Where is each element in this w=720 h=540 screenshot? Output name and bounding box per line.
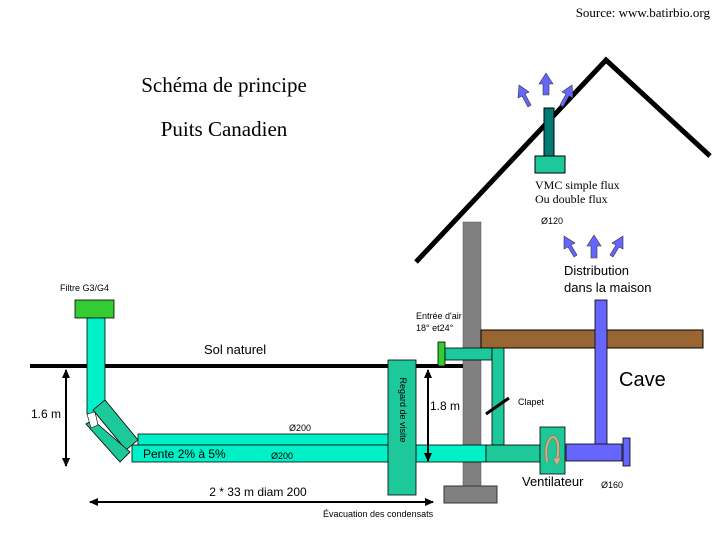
depth-left-label: 1.6 m bbox=[31, 407, 61, 421]
bypass-pipe-horizontal bbox=[444, 347, 493, 361]
inspection-chamber-label: Regard de visite bbox=[398, 377, 408, 442]
air-inlet-label-2: 18° et24° bbox=[416, 323, 454, 333]
arrow-up-right-icon bbox=[609, 235, 624, 258]
diameter-200-bottom: Ø200 bbox=[271, 451, 293, 461]
length-label: 2 * 33 m diam 200 bbox=[209, 485, 307, 499]
condensate-drain-label: Évacuation des condensats bbox=[323, 509, 434, 519]
distribution-arrows bbox=[563, 234, 624, 259]
bypass-pipe-vertical bbox=[491, 347, 505, 446]
damper-flap bbox=[485, 396, 510, 416]
vmc-label-1: VMC simple flux bbox=[535, 178, 620, 192]
sol-naturel-label: Sol naturel bbox=[204, 342, 266, 357]
arrow-up-right-icon bbox=[559, 84, 574, 108]
depth-right-label: 1.8 m bbox=[430, 399, 460, 413]
roof-line bbox=[414, 56, 712, 264]
filter-label: Filtre G3/G4 bbox=[60, 283, 109, 293]
source-credit: Source: www.batirbio.org bbox=[576, 5, 711, 20]
slope-label: Pente 2% à 5% bbox=[143, 447, 226, 461]
diameter-160-label: Ø160 bbox=[601, 480, 623, 490]
vmc-unit bbox=[534, 155, 566, 174]
ground-floor-slab bbox=[480, 329, 704, 349]
air-inlet-grille bbox=[437, 341, 446, 367]
diameter-200-top: Ø200 bbox=[289, 423, 311, 433]
intake-pipe-vertical bbox=[86, 317, 106, 415]
distribution-pipe-horizontal bbox=[565, 443, 623, 462]
fan-inlet-pipe bbox=[485, 444, 541, 463]
arrow-up-left-icon bbox=[517, 84, 532, 108]
fan-label: Ventilateur bbox=[522, 474, 584, 489]
cave-label: Cave bbox=[619, 369, 666, 391]
arrow-up-left-icon bbox=[563, 235, 578, 258]
title-line-1: Schéma de principe bbox=[141, 73, 307, 97]
arrow-up-icon bbox=[538, 72, 554, 96]
vmc-stack bbox=[543, 107, 555, 157]
distribution-label-2: dans la maison bbox=[564, 280, 651, 295]
clapet-label: Clapet bbox=[518, 397, 545, 407]
house-inlet-pipe bbox=[415, 444, 487, 463]
title-line-2: Puits Canadien bbox=[161, 117, 288, 141]
ventilation-fan bbox=[539, 426, 566, 475]
inspection-chamber bbox=[387, 359, 417, 496]
vmc-label-2: Ou double flux bbox=[535, 192, 608, 206]
buried-pipe-top bbox=[137, 433, 390, 446]
elbow-lower bbox=[85, 419, 131, 463]
elbow-joint bbox=[86, 411, 99, 429]
pipe-end-cap bbox=[622, 437, 631, 467]
air-filter bbox=[74, 299, 115, 319]
exhaust-arrows bbox=[517, 72, 574, 108]
distribution-pipe-vertical bbox=[594, 299, 608, 449]
air-inlet-label-1: Entrée d'air bbox=[416, 311, 462, 321]
arrow-up-icon bbox=[586, 234, 602, 259]
distribution-label-1: Distribution bbox=[564, 263, 629, 278]
wall-footing bbox=[443, 485, 498, 504]
diameter-120-label: Ø120 bbox=[541, 216, 563, 226]
